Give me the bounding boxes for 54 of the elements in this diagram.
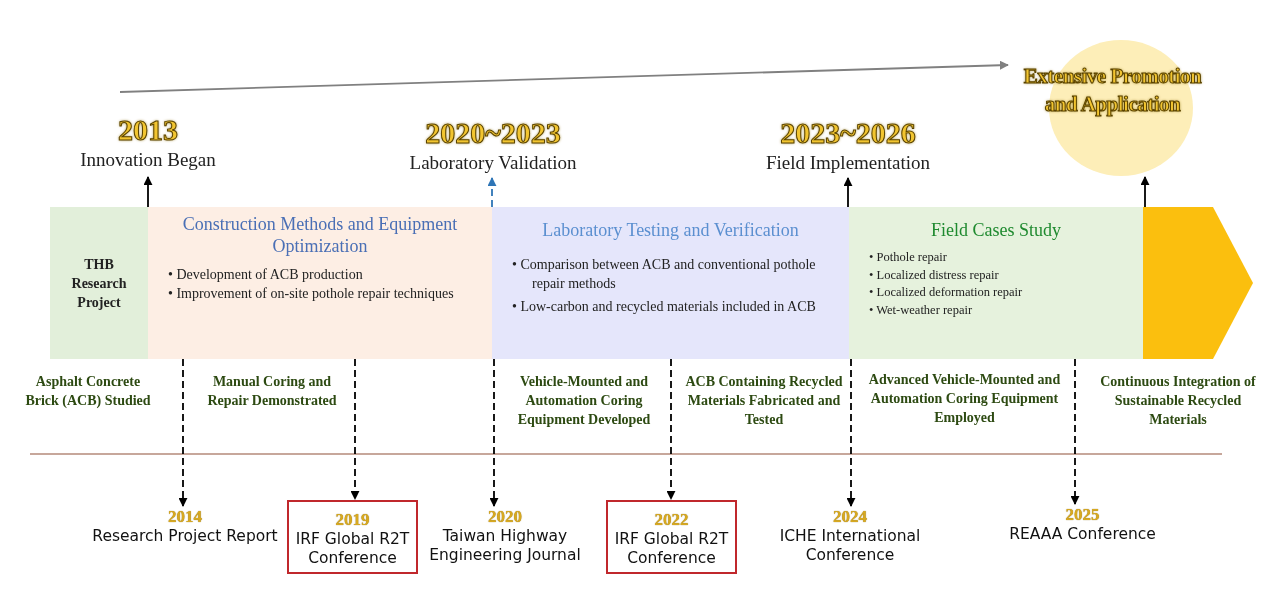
milestone-label: Continuous Integration of Sustainable Recycled Materials: [1099, 373, 1257, 429]
band-heading: Construction Methods and Equipment Optimization: [181, 213, 459, 257]
publication-caption: ICHE International Conference: [778, 527, 922, 565]
phase-band: THB Research Project: [50, 207, 148, 359]
arrow: [350, 358, 360, 500]
period-heading: 2023~2026: [779, 115, 917, 151]
arrow: [489, 358, 499, 507]
publication-caption: IRF Global R2T Conference: [294, 530, 411, 568]
arrow: [843, 177, 853, 208]
highlight-box: [287, 500, 418, 574]
bullet-item: • Improvement of on-site pothole repair techniques: [167, 285, 455, 303]
milestone-label: Manual Coring and Repair Demonstrated: [206, 373, 338, 410]
milestone-caption: Field Implementation: [764, 151, 932, 175]
milestone-label: Vehicle-Mounted and Automation Coring Equipment Developed: [516, 373, 652, 429]
highlight-box: [606, 500, 737, 574]
bullet-item: • Development of ACB production: [167, 266, 364, 284]
bullet-item: • Wet-weather repair: [868, 301, 974, 319]
arrow: [1140, 176, 1150, 208]
period-heading: 2013: [117, 112, 179, 148]
bullet-item: • Localized deformation repair: [868, 284, 1024, 301]
arrow: [846, 358, 856, 507]
milestone-label: Advanced Vehicle-Mounted and Automation Coring Equipment Employed: [867, 371, 1062, 427]
publication-caption: Taiwan Highway Engineering Journal: [428, 527, 582, 565]
publication-caption: REAAA Conference: [1008, 525, 1157, 544]
milestone-label: Asphalt Concrete Brick (ACB) Studied: [24, 373, 152, 410]
band-heading: Field Cases Study: [930, 219, 1062, 241]
arrow: [143, 176, 153, 208]
period-heading: 2020~2023: [424, 115, 562, 151]
milestone-label: ACB Containing Recycled Materials Fabricated and Tested: [684, 373, 844, 429]
bullet-item: • Low-carbon and recycled materials included in ACB: [511, 298, 817, 316]
phase-band: [148, 207, 492, 359]
year-label: 2019: [335, 510, 370, 530]
year-label: 2025: [1065, 505, 1100, 525]
band-heading: Laboratory Testing and Verification: [541, 219, 800, 241]
block-arrow: [1143, 207, 1253, 359]
year-label: 2014: [168, 507, 202, 527]
arrow: [666, 358, 676, 500]
bullet-item: • Localized distress repair: [868, 266, 1000, 284]
phase-band: [849, 207, 1143, 359]
arrow: [178, 358, 188, 507]
milestone-caption: Laboratory Validation: [408, 151, 578, 175]
publication-caption: IRF Global R2T Conference: [613, 530, 730, 568]
arrow: [1070, 358, 1080, 505]
year-label: 2024: [833, 507, 867, 527]
year-label: 2022: [654, 510, 689, 530]
arrow: [119, 60, 1009, 93]
publication-caption: Research Project Report: [91, 527, 279, 546]
bullet-item: • Comparison between ACB and conventional pothole repair methods: [511, 256, 817, 293]
bullet-item: • Pothole repair: [868, 249, 948, 266]
milestone-caption: Innovation Began: [79, 148, 217, 172]
year-label: 2020: [488, 507, 522, 527]
goal-text: Extensive Promotion and Application: [1022, 63, 1203, 118]
phase-band: [492, 207, 849, 359]
arrow: [487, 177, 497, 208]
